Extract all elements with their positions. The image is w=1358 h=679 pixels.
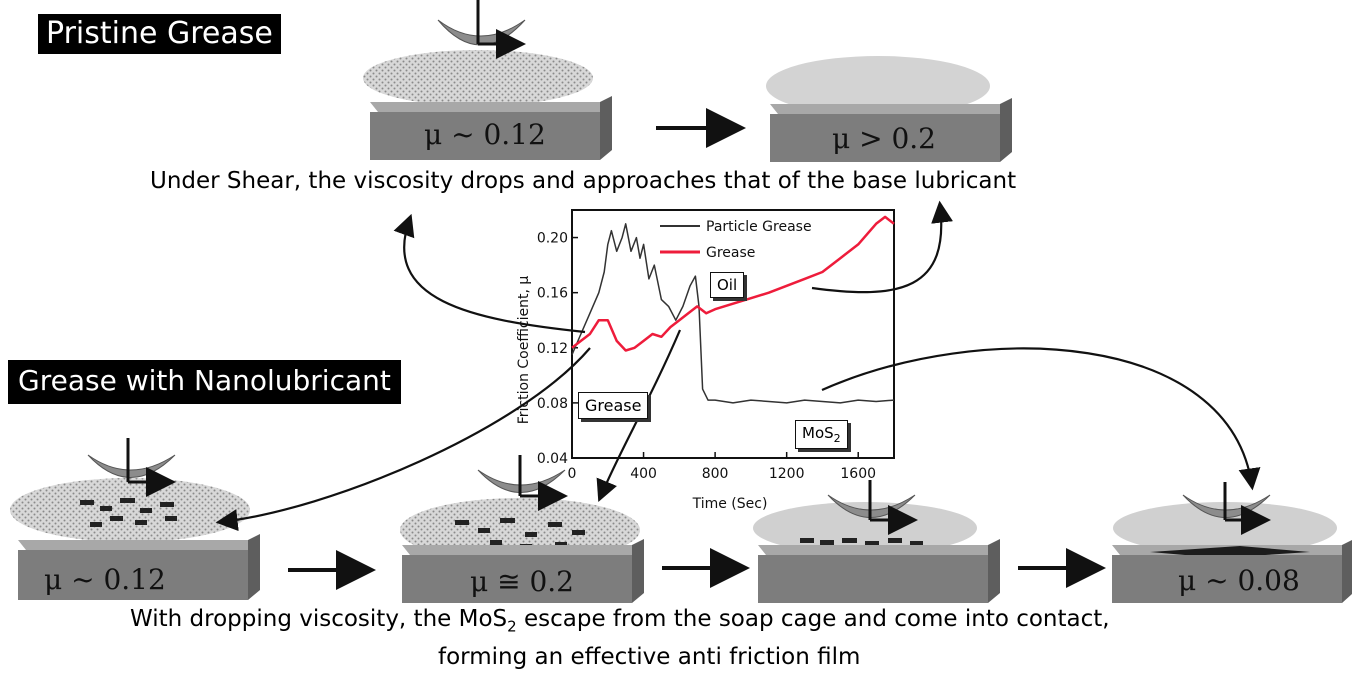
bottom-caption-line-1: With dropping viscosity, the MoS2 escape… [130,606,1110,636]
block-front [370,112,600,160]
grease-spiky-blob [10,478,250,542]
pointer-to-bottom-assembly-1 [215,347,591,532]
block-front [18,550,248,600]
block-front [770,114,1000,162]
grease-spiky-blob [1113,502,1337,554]
x-tick-label: 0 [568,466,577,482]
y-tick-label: 0.16 [537,286,568,302]
ball-cup [87,454,176,478]
mu-top-left: μ ~ 0.12 [424,118,546,151]
block-top [402,545,642,555]
pointer-to-top-left-caption [393,213,586,334]
mos2-callout-sub: 2 [833,432,841,445]
block-front [402,555,632,603]
pointer-arrows [215,200,1261,532]
ball-cup [827,494,916,518]
mos2-particles [80,498,177,527]
y-tick-label: 0.08 [537,396,568,412]
chart-lines [571,215,895,404]
pointer-to-top-right-caption [811,200,953,294]
bottom-caption-line-1-pre: With dropping viscosity, the MoS [130,606,508,632]
x-tick-label: 1200 [769,466,805,482]
bottom-caption-line-2: forming an effective anti friction film [438,644,861,670]
block-top [370,102,610,112]
nano-grease-title: Grease with Nanolubricant [8,360,401,404]
mu-bottom-2: μ ≅ 0.2 [470,565,574,598]
block-top [770,104,1010,114]
x-tick-label: 1600 [840,466,876,482]
mos2-callout: MoS2 [795,420,848,449]
block-front [1112,555,1342,603]
y-tick-label: 0.12 [537,341,568,357]
top-caption: Under Shear, the viscosity drops and app… [150,168,1017,194]
series-line-particle-grease [571,223,895,404]
top-left-assembly [363,0,612,160]
mu-bottom-4: μ ~ 0.08 [1178,564,1300,597]
series-line-grease [571,215,895,352]
y-axis-title: Friction Coefficient, μ [516,276,532,425]
block-front [758,555,988,603]
block-top [18,540,258,550]
grease-spiky-blob [766,56,990,116]
pointer-to-bottom-assembly-4 [821,347,1261,491]
ball-cup [1182,494,1271,518]
mu-bottom-1: μ ~ 0.12 [44,563,166,596]
grease-callout: Grease [578,392,649,419]
legend-label-particle-grease: Particle Grease [706,219,812,235]
oil-callout: Oil [710,272,745,298]
block-side [600,96,612,160]
block-side [988,539,1000,603]
mu-top-right: μ > 0.2 [832,122,936,155]
chart-legend: Particle Grease Grease [660,219,812,261]
x-axis-title: Time (Sec) [692,496,768,512]
top-right-assembly [766,56,1012,162]
legend-label-grease: Grease [706,245,755,261]
ball-cup [437,19,526,46]
x-tick-label: 800 [702,466,729,482]
chart-group: 0 400 800 1200 1600 0.04 0.08 0.12 0.16 0.20 Part… [516,209,895,512]
bottom-assembly-3 [753,480,1000,603]
block-top [758,545,998,555]
pristine-grease-title: Pristine Grease [38,14,281,54]
pointer-to-bottom-assembly-2 [596,329,682,503]
bottom-assembly-1 [10,438,260,600]
block-side [1342,540,1352,603]
grease-spiky-blob [363,50,593,106]
chart-ticks: 0 400 800 1200 1600 0.04 0.08 0.12 0.16 0.20 [537,231,876,482]
mos2-callout-main: MoS [802,424,834,442]
bottom-assembly-4 [1112,482,1352,603]
bottom-caption-line-1-post: escape from the soap cage and come into … [516,606,1110,632]
block-side [248,534,260,600]
x-tick-label: 400 [630,466,657,482]
y-tick-label: 0.20 [537,231,568,247]
block-side [1000,98,1012,162]
mos2-particles [800,538,923,546]
y-tick-label: 0.04 [537,451,568,467]
ball-cup [477,469,566,493]
block-side [632,539,644,603]
bottom-caption-line-1-sub: 2 [507,617,517,636]
bottom-assembly-2 [400,455,644,603]
